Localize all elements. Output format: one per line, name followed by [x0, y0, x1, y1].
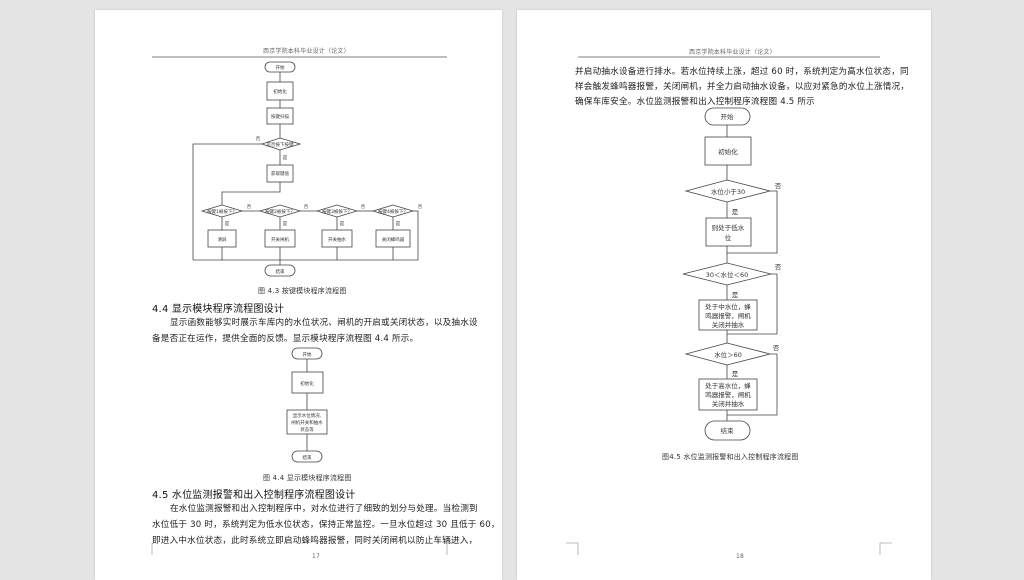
fig45-mid-box: 关闭并抽水 — [712, 320, 745, 329]
fig45-yes: 是 — [732, 291, 739, 299]
fig43-caption: 图 4.3 按键模块程序流程图 — [258, 287, 347, 295]
paragraph-line: 备是否正在运作，提供全面的反馈。显示模块程序流程图 4.4 所示。 — [152, 334, 419, 344]
fig44-end: 结束 — [303, 454, 312, 461]
fig43-yes: 是 — [396, 221, 401, 227]
fig45-high-box: 处于高水位，蜂 — [705, 381, 751, 390]
page-17: 开始 初始化 按键扫描 是否按下按键 否 是 获取键值 按键1被按下？ 按键2被… — [95, 10, 502, 580]
fig43-yes: 是 — [340, 221, 345, 227]
section-heading-4-5: 4.5 水位监测报警和出入控制程序流程图设计 — [152, 490, 356, 501]
paragraph-line: 确保车库安全。水位监测报警和出入控制程序流程图 4.5 所示 — [575, 97, 815, 107]
paragraph-line: 样会触发蜂鸣器报警，关闭闸机，并全力启动抽水设备，以应对紧急的水位上涨情况， — [575, 82, 910, 92]
page-number: 18 — [736, 553, 745, 560]
page-header: 西京学院本科毕业设计（论文） — [263, 48, 350, 55]
fig45-no: 否 — [775, 182, 782, 190]
paragraph-line: 并启动抽水设备进行排水。若水位持续上涨，超过 60 时，系统判定为高水位状态，同 — [575, 67, 909, 77]
fig44-caption: 图 4.4 显示模块程序流程图 — [263, 474, 352, 482]
paragraph-line: 即进入中水位状态，此时系统立即启动蜂鸣器报警，同时关闭闸机以防止车辆进入， — [152, 536, 478, 546]
fig45-end: 结束 — [721, 426, 735, 435]
fig43-key3: 按键3被按下？ — [322, 208, 352, 215]
fig43-scan: 按键扫描 — [271, 113, 289, 120]
fig43-end: 结束 — [276, 268, 285, 275]
fig45-start: 开始 — [721, 112, 735, 121]
page-header: 西京学院本科毕业设计（论文） — [689, 49, 776, 56]
fig43-no: 否 — [418, 204, 423, 210]
fig43-action-3: 开关抽水 — [328, 236, 346, 243]
section-heading-4-4: 4.4 显示模块程序流程图设计 — [152, 304, 285, 315]
fig45-mid-box: 处于中水位，蜂 — [705, 302, 751, 311]
fig45-decision-1: 水位小于30 — [711, 187, 745, 196]
fig45-low-box: 则处于低水 — [712, 223, 745, 232]
fig45-init: 初始化 — [718, 147, 738, 156]
fig43-no: 否 — [304, 204, 309, 210]
fig45-decision-3: 水位＞60 — [714, 350, 742, 359]
fig43-yes: 是 — [283, 155, 288, 161]
fig45-low-box: 位 — [725, 233, 732, 242]
fig43-getkey: 获取键值 — [271, 170, 289, 177]
fig43-action-4: 关闭蜂鸣器 — [382, 236, 405, 243]
flowchart-4-5: 开始 初始化 水位小于30 否 是 则处于低水 位 30＜水位＜60 否 是 处… — [566, 56, 892, 555]
fig43-yes: 是 — [225, 221, 230, 227]
fig45-yes: 是 — [732, 370, 739, 378]
fig43-init: 初始化 — [273, 88, 287, 95]
fig45-no: 否 — [773, 344, 780, 352]
fig45-decision-2: 30＜水位＜60 — [706, 270, 749, 279]
fig44-init: 初始化 — [300, 380, 314, 387]
fig44-display: 显示水位情况, — [293, 412, 321, 419]
fig45-mid-box: 鸣器报警，闸机 — [705, 311, 751, 320]
fig44-start: 开始 — [303, 351, 312, 358]
paragraph-line: 在水位监测报警和出入控制程序中，对水位进行了细致的划分与处理。当检测到 — [170, 504, 478, 514]
fig43-key4: 按键4被按下？ — [378, 208, 408, 215]
fig45-yes: 是 — [732, 208, 739, 216]
page-number: 17 — [312, 553, 321, 560]
fig43-no: 否 — [361, 204, 366, 210]
fig43-start: 开始 — [276, 64, 285, 71]
fig43-action-1: 清屏 — [218, 236, 227, 243]
fig43-no: 否 — [256, 136, 261, 142]
fig45-no: 否 — [775, 263, 782, 271]
fig45-caption: 图4.5 水位监测报警和出入控制程序流程图 — [662, 453, 799, 461]
fig45-high-box: 关闭并抽水 — [712, 399, 745, 408]
fig44-display: 状态等 — [300, 426, 314, 433]
fig43-yes: 是 — [283, 221, 288, 227]
fig43-no: 否 — [247, 204, 252, 210]
flowchart-4-3: 开始 初始化 按键扫描 是否按下按键 否 是 获取键值 按键1被按下？ 按键2被… — [151, 56, 459, 555]
fig44-display: 闸机开关和抽水 — [291, 419, 323, 426]
fig43-pressed-decision: 是否按下按键 — [267, 141, 294, 148]
page-18: 开始 初始化 水位小于30 否 是 则处于低水 位 30＜水位＜60 否 是 处… — [517, 10, 931, 580]
fig43-action-2: 开关闸机 — [271, 236, 289, 243]
paragraph-line: 显示函数能够实时展示车库内的水位状况、闸机的开启或关闭状态，以及抽水设 — [170, 318, 478, 328]
fig43-key2: 按键2被按下？ — [265, 208, 295, 215]
fig45-high-box: 鸣器报警，闸机 — [705, 390, 751, 399]
paragraph-line: 水位低于 30 时，系统判定为低水位状态，保持正常监控。一旦水位超过 30 且低… — [152, 520, 500, 530]
fig43-key1: 按键1被按下？ — [207, 208, 237, 215]
